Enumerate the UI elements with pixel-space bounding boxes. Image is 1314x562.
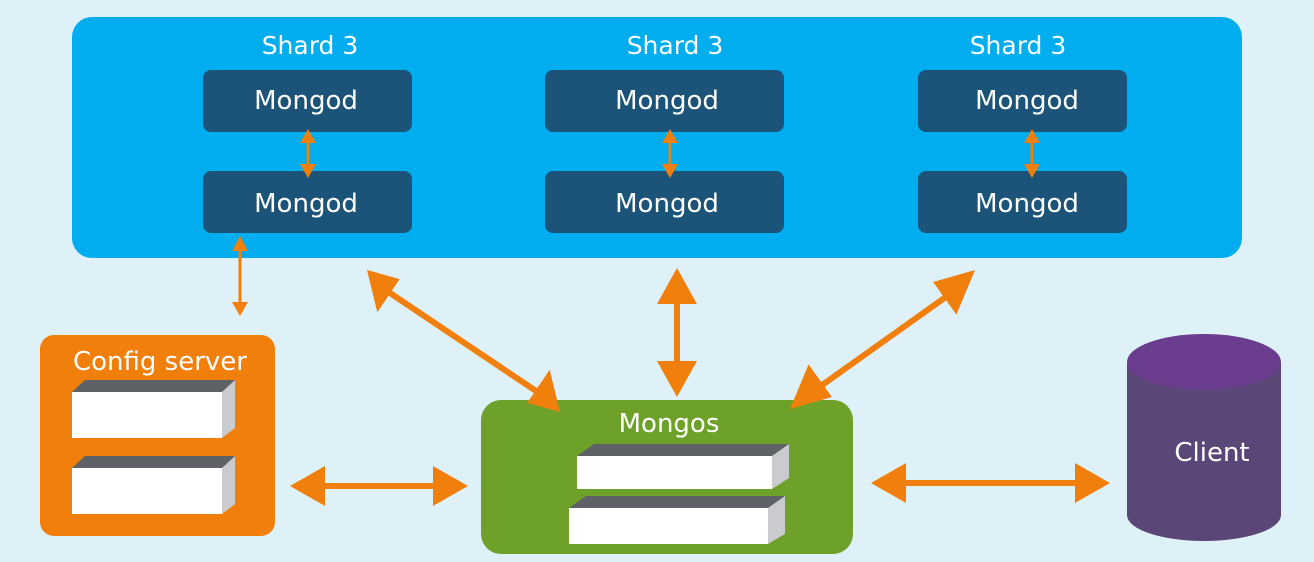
mongos-shard3-arrow [790,270,975,409]
shard-1-replication-arrow [300,129,316,178]
mongos-label: Mongos [619,409,720,439]
shard-2-mongod-2 [545,171,784,233]
shard-2-mongod-1 [545,70,784,132]
shard-3-replication-arrow [1024,129,1040,178]
config-server-label: Config server [73,347,247,377]
mongos-disk-1 [577,444,789,489]
client: Client [1127,334,1281,541]
mongos-disk-2 [569,496,785,544]
mongos-client-arrow [871,463,1110,503]
shard-3: Shard 3 Mongod Mongod [918,31,1127,233]
mongos-shard2-arrow [657,268,697,397]
mongos: Mongos [481,400,853,554]
shard-2-mongod-2-label: Mongod [615,189,719,219]
config-server-disk-1 [72,380,235,438]
shard-3-mongod-2-label: Mongod [975,189,1079,219]
shard-2-title: Shard 3 [627,31,724,60]
config-server-disk-2 [72,456,235,514]
client-label: Client [1174,438,1249,468]
shard-2: Shard 3 Mongod Mongod [545,31,784,233]
mongos-shard1-arrow [367,270,560,412]
shard-1-mongod-2-label: Mongod [254,189,358,219]
shard-2-mongod-1-label: Mongod [615,86,719,116]
shard-1-mongod-1 [203,70,412,132]
shard-1-mongod-1-label: Mongod [254,86,358,116]
shard-1: Shard 3 Mongod Mongod [203,31,412,233]
shard1-config-arrow [232,236,248,316]
shard-3-mongod-1-label: Mongod [975,86,1079,116]
shard-3-mongod-2 [918,171,1127,233]
client-cylinder-body [1127,362,1281,541]
shard-1-title: Shard 3 [262,31,359,60]
shard-1-mongod-2 [203,171,412,233]
config-mongos-arrow [290,466,468,506]
config-server: Config server [40,335,275,536]
shard-3-title: Shard 3 [970,31,1067,60]
client-cylinder-top [1127,334,1281,390]
shard-3-mongod-1 [918,70,1127,132]
shard-2-replication-arrow [662,129,678,178]
